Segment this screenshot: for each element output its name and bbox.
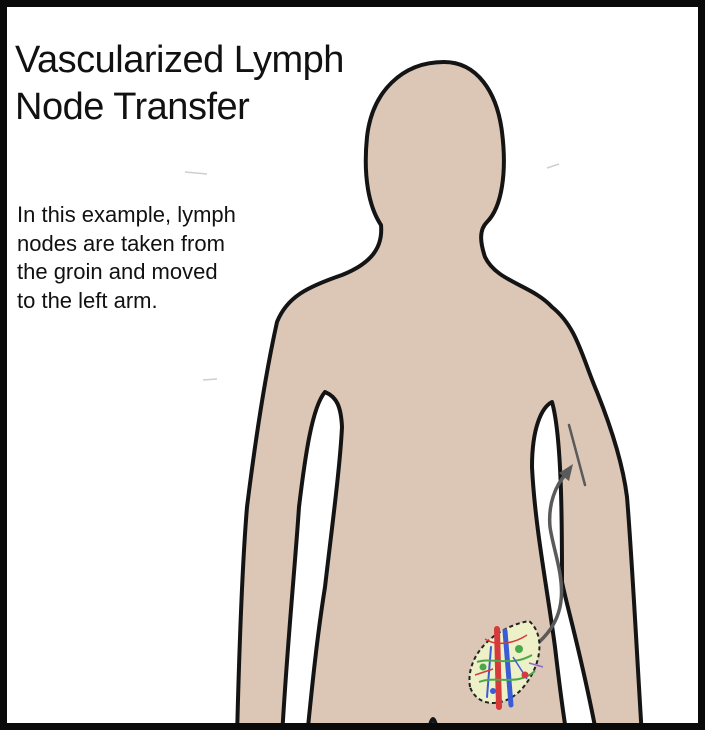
title-line-1: Vascularized Lymph — [15, 37, 344, 84]
caption-line: nodes are taken from — [17, 230, 236, 259]
caption-line: In this example, lymph — [17, 201, 236, 230]
caption-line: the groin and moved — [17, 258, 236, 287]
sketch-mark — [185, 172, 207, 174]
title-line-2: Node Transfer — [15, 84, 344, 131]
caption-text: In this example, lymph nodes are taken f… — [17, 201, 236, 315]
page-title: Vascularized Lymph Node Transfer — [15, 37, 344, 131]
caption-line: to the left arm. — [17, 287, 236, 316]
sketch-mark — [203, 379, 217, 380]
body-silhouette — [237, 62, 642, 730]
sketch-mark — [547, 164, 559, 168]
